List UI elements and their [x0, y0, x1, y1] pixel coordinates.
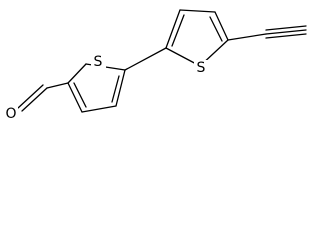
bond-left-ring-c5-c4: [115, 69, 126, 107]
chemical-structure-diagram: O S S: [4, 9, 307, 122]
oxygen-label-bg: [4, 106, 18, 122]
sulfur-right-atom-label: S: [197, 60, 206, 76]
bond-triple-center: [265, 29, 307, 35]
sulfur-right-label-bg: [194, 60, 209, 77]
bond-right-ring-c2-c3: [165, 9, 181, 49]
bond-aldehyde-c-ring: [46, 82, 69, 89]
bond-right-ring-c4-c5-double: [209, 16, 223, 42]
oxygen-atom-label: O: [5, 106, 16, 122]
molecule-canvas: O S S: [4, 9, 307, 122]
bond-left-ring-s-c2: [67, 63, 87, 84]
bond-carbonyl-double: [17, 84, 44, 109]
sulfur-left-atom-label: S: [94, 54, 103, 70]
bond-triple-upper: [265, 25, 307, 31]
sulfur-left-label-bg: [91, 54, 106, 71]
bond-left-ring-c3-c2: [67, 82, 83, 113]
bond-left-ring-c4-c4-double: [111, 75, 120, 103]
bond-ethynyl-link: [227, 33, 267, 41]
bond-right-ring-c4-c5: [214, 11, 229, 41]
bond-triple-lower: [265, 33, 307, 39]
bond-right-ring-c2-c3-double: [171, 14, 185, 47]
bond-left-ring-c4-c3: [81, 105, 117, 113]
bond-carbonyl-single: [21, 87, 48, 112]
bond-left-ring-c3-c2-double: [73, 82, 87, 108]
bond-right-ring-c3-c4: [179, 9, 216, 13]
bond-inter-ring: [124, 47, 167, 71]
